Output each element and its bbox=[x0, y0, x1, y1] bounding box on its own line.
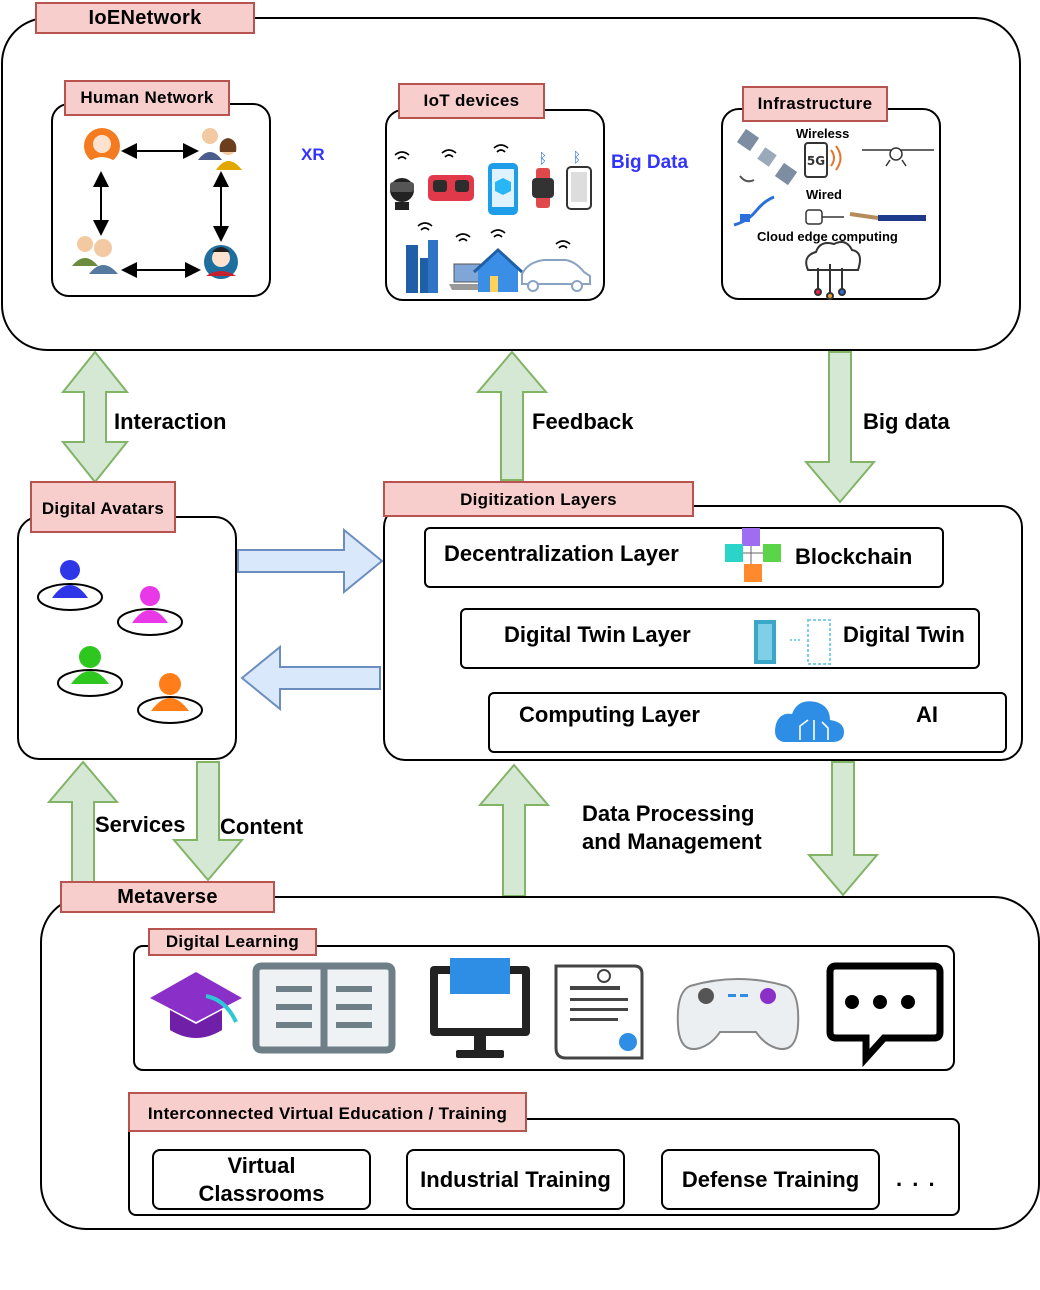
satellite-icon bbox=[736, 128, 798, 186]
ethernet-cable-icon bbox=[733, 195, 775, 227]
certificate-icon bbox=[554, 964, 644, 1060]
decentralization-layer-label: Decentralization Layer bbox=[444, 541, 679, 566]
xr-label: XR bbox=[301, 145, 325, 164]
cloud-network-icon bbox=[805, 241, 861, 300]
digital-avatars-title: Digital Avatars bbox=[30, 481, 176, 533]
ai-label: AI bbox=[916, 702, 938, 727]
mobile-phone-icon: ᛒ bbox=[566, 150, 592, 210]
cloud-edge-label: Cloud edge computing bbox=[757, 229, 898, 244]
virtual-classrooms-line1: Virtual bbox=[227, 1152, 296, 1178]
content-arrow bbox=[171, 761, 245, 882]
decentralization-layer bbox=[424, 527, 944, 588]
wired-label: Wired bbox=[806, 187, 842, 202]
person-teal-icon bbox=[204, 245, 238, 279]
svg-text:ᛒ: ᛒ bbox=[573, 150, 581, 166]
digital-twin-layer-label: Digital Twin Layer bbox=[504, 622, 691, 647]
defense-training-box: Defense Training bbox=[661, 1149, 880, 1210]
virtual-classrooms-line2: Classrooms bbox=[198, 1180, 325, 1206]
digital-twin-layer bbox=[460, 608, 980, 669]
drone-icon bbox=[862, 147, 934, 167]
industrial-training-label: Industrial Training bbox=[420, 1166, 611, 1192]
more-ellipsis: . . . bbox=[896, 1166, 937, 1191]
avatars-to-layers-arrow bbox=[237, 527, 384, 595]
interconnected-education-label: Interconnected Virtual Education / Train… bbox=[128, 1092, 527, 1132]
big-data-flow-label: Big data bbox=[863, 409, 950, 434]
avatar-green-icon bbox=[57, 646, 123, 697]
avatar-blue-icon bbox=[37, 560, 103, 611]
computing-layer-label: Computing Layer bbox=[519, 702, 700, 727]
gamepad-icon bbox=[676, 978, 800, 1050]
blockchain-label: Blockchain bbox=[795, 544, 913, 569]
smartwatch-icon: ᛒ bbox=[532, 151, 554, 208]
digital-twin-label: Digital Twin bbox=[843, 622, 965, 647]
metaverse-title: Metaverse bbox=[60, 881, 275, 913]
virtual-classrooms-box: Virtual Classrooms bbox=[152, 1149, 371, 1210]
couple-icon bbox=[198, 128, 242, 170]
5g-icon: 5G bbox=[804, 142, 842, 178]
infrastructure-label: Infrastructure bbox=[742, 86, 888, 122]
content-label: Content bbox=[220, 814, 304, 839]
industrial-training-box: Industrial Training bbox=[406, 1149, 625, 1210]
data-processing-down-arrow bbox=[806, 761, 880, 897]
services-label: Services bbox=[95, 812, 186, 837]
smart-home-icon bbox=[472, 247, 524, 292]
big-data-arrow bbox=[803, 351, 877, 504]
e-learning-monitor-icon bbox=[430, 958, 530, 1058]
avatar-magenta-icon bbox=[117, 586, 183, 636]
svg-text:5G: 5G bbox=[807, 154, 825, 168]
iot-devices-label: IoT devices bbox=[398, 83, 545, 119]
computing-layer bbox=[488, 692, 1007, 753]
car-icon bbox=[521, 259, 591, 292]
digitization-layers-title: Digitization Layers bbox=[383, 481, 694, 517]
feedback-arrow bbox=[475, 350, 549, 481]
digital-learning-label: Digital Learning bbox=[148, 928, 317, 956]
buildings-icon bbox=[406, 240, 438, 293]
data-processing-label-1: Data Processing bbox=[582, 801, 755, 826]
person-orange-icon bbox=[84, 128, 120, 166]
layers-to-avatars-arrow bbox=[240, 644, 381, 712]
digital-avatars-panel bbox=[17, 516, 237, 760]
defense-training-label: Defense Training bbox=[681, 1166, 860, 1192]
ioe-network-title: IoENetwork bbox=[35, 2, 255, 34]
avatar-orange-icon bbox=[137, 673, 203, 724]
graduation-cap-icon bbox=[150, 972, 242, 1038]
smartphone-icon bbox=[488, 163, 518, 215]
vr-goggles-icon bbox=[428, 175, 474, 201]
group-icon bbox=[72, 236, 118, 274]
human-network-label: Human Network bbox=[64, 80, 230, 116]
interaction-label: Interaction bbox=[114, 409, 227, 434]
book-icon bbox=[252, 962, 396, 1054]
feedback-label: Feedback bbox=[532, 409, 634, 434]
plug-icon bbox=[805, 209, 844, 225]
fiber-cable-icon bbox=[849, 212, 926, 221]
chat-bubble-icon bbox=[826, 962, 944, 1068]
vr-headset-person-icon bbox=[390, 178, 414, 210]
big-data-label: Big Data bbox=[611, 152, 689, 173]
svg-text:ᛒ: ᛒ bbox=[539, 151, 547, 167]
data-processing-label-2: and Management bbox=[582, 829, 762, 854]
wireless-label: Wireless bbox=[796, 126, 850, 141]
